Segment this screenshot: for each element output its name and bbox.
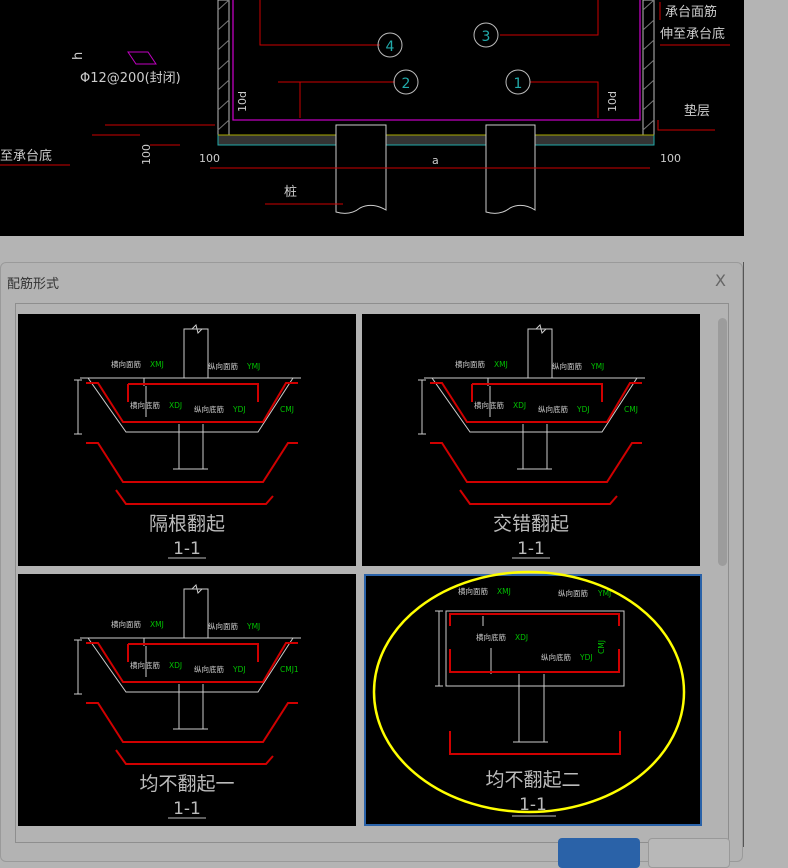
marker-2: 2	[402, 76, 411, 92]
cad-drawing-canvas[interactable]: 1 2 3 4 承台面筋 伸至承台底 Φ12@200(封闭) h 10d 10d…	[0, 0, 744, 236]
diagram-label-ymj-code: YMJ	[246, 622, 260, 631]
option-title: 隔根翻起	[149, 513, 225, 535]
diagram-label-ymj-code: YMJ	[246, 362, 260, 371]
stirrup-symbol	[127, 51, 157, 65]
diagram-label-xdj-code: XDJ	[169, 661, 182, 670]
diagram-label-ydj: 纵向底筋	[538, 404, 568, 414]
dialog-title: 配筋形式	[7, 277, 60, 292]
marker-1: 1	[514, 76, 523, 92]
cad-dim-10d-left: 10d	[236, 91, 249, 112]
diagram-label-xmj: 横向面筋	[455, 359, 485, 369]
diagram-label-xmj: 横向面筋	[111, 359, 141, 369]
reinforcement-diagram: 横向面筋 纵向面筋 横向底筋 纵向底筋 XMJ YMJ XDJ YDJ CMJ 隔根翻起…	[74, 324, 301, 559]
diagram-label-ydj: 纵向底筋	[541, 652, 571, 662]
diagram-label-cmj: CMJ	[597, 640, 606, 654]
diagram-label-xdj: 横向底筋	[476, 632, 506, 642]
ok-button[interactable]	[558, 838, 640, 868]
diagram-label-ydj: 纵向底筋	[194, 404, 224, 414]
stirrup-line	[232, 0, 641, 121]
diagram-label-xmj: 横向面筋	[111, 619, 141, 629]
section-label: 1-1	[173, 799, 201, 819]
diagram-label-cmj: CMJ1	[280, 665, 299, 674]
option-title: 均不翻起一	[139, 773, 234, 795]
cad-dim-a: a	[432, 154, 439, 167]
diagram-label-xdj-code: XDJ	[513, 401, 526, 410]
rebar-lines	[0, 0, 730, 205]
cad-note-top-bar-1: 承台面筋	[665, 4, 717, 20]
diagram-label-xmj-code: XMJ	[494, 360, 508, 369]
cad-dim-100-vertical: 100	[140, 144, 153, 165]
diagram-label-ydj-code: YDJ	[576, 405, 590, 414]
cancel-button[interactable]	[648, 838, 730, 868]
diagram-label-ymj: 纵向面筋	[208, 621, 238, 631]
diagram-label-xmj-code: XMJ	[150, 360, 164, 369]
section-label: 1-1	[519, 795, 547, 815]
option-title: 均不翻起二	[485, 769, 580, 791]
window-edge	[743, 262, 744, 847]
cad-dim-100-right: 100	[660, 152, 681, 165]
option-alternate-bent[interactable]: 横向面筋 纵向面筋 横向底筋 纵向底筋 XMJ YMJ XDJ YDJ CMJ 隔根翻起…	[18, 314, 356, 566]
section-label: 1-1	[517, 539, 545, 559]
piles	[335, 124, 536, 214]
diagram-label-xdj-code: XDJ	[515, 633, 528, 642]
cad-note-stirrup: Φ12@200(封闭)	[80, 71, 181, 86]
diagram-label-xmj: 横向面筋	[458, 586, 488, 596]
options-panel	[15, 303, 729, 843]
cad-note-top-bar-2: 伸至承台底	[660, 26, 725, 42]
marker-3: 3	[482, 29, 491, 45]
diagram-label-ydj-code: YDJ	[232, 665, 246, 674]
option-staggered-bent[interactable]: 横向面筋 纵向面筋 横向底筋 纵向底筋 XMJ YMJ XDJ YDJ CMJ 交错翻起…	[362, 314, 700, 566]
diagram-label-ymj: 纵向面筋	[552, 361, 582, 371]
reinforcement-diagram: 横向面筋 纵向面筋 横向底筋 纵向底筋 XMJ YMJ XDJ YDJ CMJ1 均不翻…	[74, 584, 301, 819]
diagram-label-xdj: 横向底筋	[130, 660, 160, 670]
diagram-label-ymj-code: YMJ	[597, 589, 611, 598]
diagram-label-cmj: CMJ	[280, 405, 294, 414]
scrollbar-thumb[interactable]	[718, 318, 727, 566]
reinforcement-diagram: 横向面筋 纵向面筋 横向底筋 纵向底筋 XMJ YMJ XDJ YDJ CMJ 交错翻起…	[418, 324, 645, 559]
close-icon[interactable]: X	[715, 271, 726, 290]
section-label: 1-1	[173, 539, 201, 559]
diagram-label-xdj: 横向底筋	[474, 400, 504, 410]
diagram-label-ymj: 纵向面筋	[208, 361, 238, 371]
cushion-layer	[217, 134, 655, 146]
diagram-label-xmj-code: XMJ	[150, 620, 164, 629]
cad-note-pile: 桩	[284, 185, 297, 200]
diagram-label-ydj-code: YDJ	[579, 653, 593, 662]
cad-note-to-bottom: 至承台底	[0, 148, 52, 164]
option-no-bent-one[interactable]: 横向面筋 纵向面筋 横向底筋 纵向底筋 XMJ YMJ XDJ YDJ CMJ1 均不翻…	[18, 574, 356, 826]
diagram-label-ymj-code: YMJ	[590, 362, 604, 371]
cad-note-cushion: 垫层	[684, 103, 710, 119]
option-no-bent-two[interactable]: 横向面筋 纵向面筋 横向底筋纵向底筋 XMJ YMJ XDJ YDJ CMJ 均不翻起…	[364, 574, 702, 826]
diagram-label-xmj-code: XMJ	[497, 587, 511, 596]
diagram-label-xdj: 横向底筋	[130, 400, 160, 410]
marker-4: 4	[386, 39, 395, 55]
option-title: 交错翻起	[493, 513, 569, 535]
cad-dim-10d-right: 10d	[606, 91, 619, 112]
cap-walls	[217, 0, 655, 136]
diagram-label-ymj: 纵向面筋	[558, 588, 588, 598]
marker-circles	[377, 22, 531, 95]
cad-dim-100-left: 100	[199, 152, 220, 165]
diagram-label-cmj: CMJ	[624, 405, 638, 414]
diagram-label-ydj-code: YDJ	[232, 405, 246, 414]
diagram-label-xdj-code: XDJ	[169, 401, 182, 410]
cad-dim-h: h	[71, 52, 86, 60]
diagram-label-ydj: 纵向底筋	[194, 664, 224, 674]
